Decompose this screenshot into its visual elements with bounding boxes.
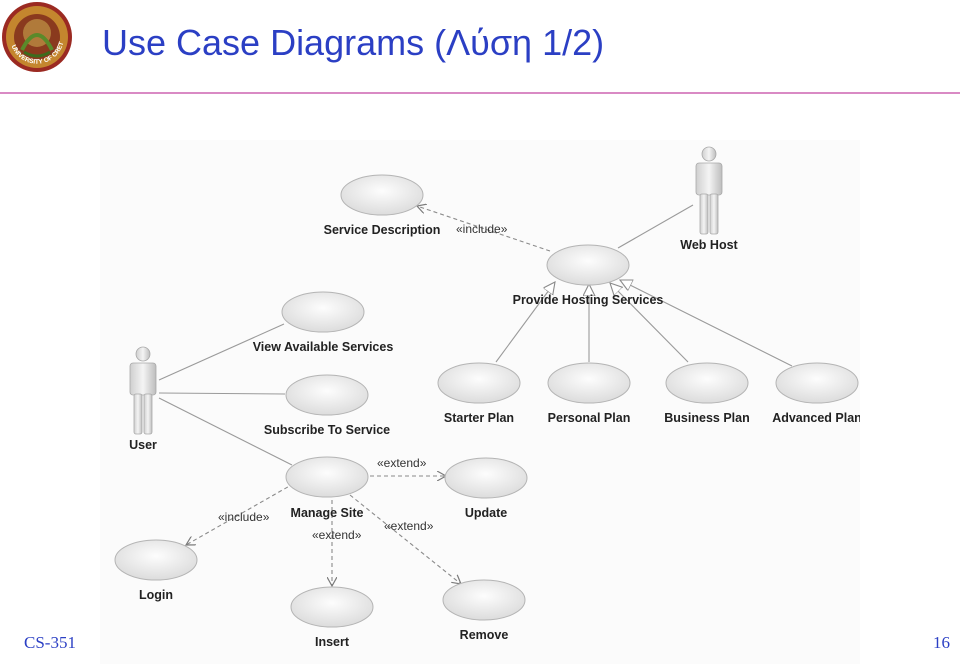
use-case-remove	[442, 579, 526, 621]
label-remove: Remove	[460, 628, 509, 642]
stereotype-extend-remove: «extend»	[384, 519, 434, 533]
dep-extend-remove	[349, 494, 461, 584]
label-manage-site: Manage Site	[291, 506, 364, 520]
stereotype-include-1: «include»	[456, 222, 508, 236]
assoc-user-subscribe	[158, 392, 286, 395]
use-case-service-description	[340, 174, 424, 216]
label-login: Login	[139, 588, 173, 602]
label-subscribe-to-service: Subscribe To Service	[264, 423, 390, 437]
use-case-insert	[290, 586, 374, 628]
stereotype-extend-insert: «extend»	[312, 528, 362, 542]
use-case-starter-plan	[437, 362, 521, 404]
dep-include-service-description	[417, 206, 551, 252]
gen-starter-plan	[495, 282, 555, 363]
label-actor-web-host: Web Host	[680, 238, 738, 252]
dep-include-login	[186, 479, 301, 545]
label-provide-hosting-services: Provide Hosting Services	[513, 293, 664, 307]
assoc-user-manage-site	[158, 397, 293, 466]
title-divider	[0, 92, 960, 94]
label-personal-plan: Personal Plan	[548, 411, 631, 425]
label-starter-plan: Starter Plan	[444, 411, 514, 425]
label-actor-user: User	[129, 438, 157, 452]
slide-title: Use Case Diagrams (Λύση 1/2)	[102, 22, 605, 63]
page-number: 16	[933, 633, 950, 652]
use-case-diagram: «include» «extend» «include» «extend» «e…	[100, 140, 862, 664]
label-view-available-services: View Available Services	[253, 340, 394, 354]
label-advanced-plan: Advanced Plan	[772, 411, 860, 425]
use-case-subscribe-to-service	[285, 374, 369, 416]
use-case-provide-hosting-services	[546, 244, 630, 286]
use-case-view-available-services	[281, 291, 365, 333]
actor-user	[129, 346, 157, 435]
university-seal-icon: UNIVERSITY OF CRETE	[0, 0, 72, 72]
label-insert: Insert	[315, 635, 350, 649]
university-logo: UNIVERSITY OF CRETE	[0, 0, 74, 74]
label-update: Update	[465, 506, 507, 520]
use-case-update	[444, 457, 528, 499]
label-business-plan: Business Plan	[664, 411, 749, 425]
use-case-login	[114, 539, 198, 581]
course-code: CS-351	[24, 633, 76, 652]
use-case-manage-site	[285, 456, 369, 498]
use-case-advanced-plan	[775, 362, 859, 404]
stereotype-extend-update: «extend»	[377, 456, 427, 470]
gen-advanced-plan	[620, 280, 793, 367]
gen-business-plan	[610, 283, 689, 363]
actor-web-host	[695, 146, 723, 235]
stereotype-include-login: «include»	[218, 510, 270, 524]
assoc-user-view-services	[158, 323, 285, 381]
assoc-webhost-provide-hosting	[617, 204, 694, 249]
label-service-description: Service Description	[324, 223, 441, 237]
use-case-personal-plan	[547, 362, 631, 404]
use-case-business-plan	[665, 362, 749, 404]
